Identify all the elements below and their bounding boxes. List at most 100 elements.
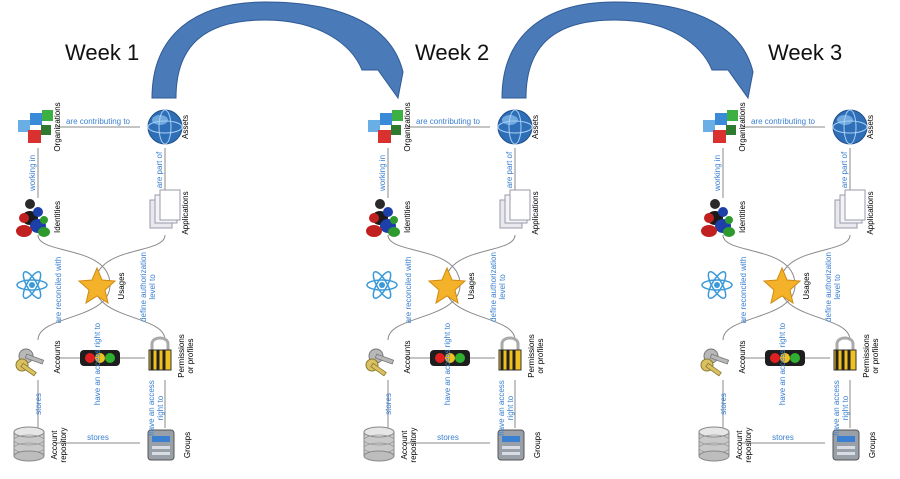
atom-icon	[16, 271, 48, 299]
star-icon	[427, 266, 467, 305]
rel-stores-vertical: stores	[34, 393, 43, 415]
node-usages: Usages	[117, 272, 126, 299]
rel-are-reconciled-with: are reconciled with	[54, 257, 63, 324]
node-accounts: Accounts	[53, 341, 62, 374]
node-account-repository-line2: repository	[409, 427, 418, 462]
rel-have-access-right-to: have an access right to	[443, 322, 452, 405]
server-icon	[147, 429, 175, 461]
padlock-icon	[148, 336, 172, 371]
node-groups: Groups	[868, 432, 877, 458]
rel-are-contributing-to: are contributing to	[751, 117, 816, 126]
node-assets: Assets	[181, 115, 190, 139]
rel-have-access-line2: right to	[841, 395, 850, 420]
node-usages: Usages	[467, 272, 476, 299]
rel-are-part-of: are part of	[505, 151, 514, 188]
node-permissions-line2: or profiles	[871, 338, 880, 373]
node-assets: Assets	[866, 115, 875, 139]
week-3-title: Week 3	[768, 40, 843, 65]
node-groups: Groups	[533, 432, 542, 458]
traffic-light-icon	[80, 350, 120, 366]
people-icon	[701, 199, 735, 237]
week-2-title: Week 2	[415, 40, 490, 65]
rel-stores-horizontal: stores	[437, 433, 459, 442]
globe-icon	[497, 109, 533, 145]
rel-are-reconciled-with: are reconciled with	[404, 257, 413, 324]
node-permissions-line1: Permissions	[177, 334, 186, 378]
node-permissions-line2: or profiles	[186, 338, 195, 373]
atom-icon	[366, 271, 398, 299]
database-icon	[363, 426, 395, 462]
atom-icon	[701, 271, 733, 299]
globe-icon	[832, 109, 868, 145]
padlock-icon	[498, 336, 522, 371]
rel-define-authorization-line1: define authorization	[489, 252, 498, 322]
traffic-light-icon	[430, 350, 470, 366]
node-organizations: Organizations	[738, 102, 747, 151]
node-identities: Identities	[738, 201, 747, 233]
node-applications: Applications	[531, 191, 540, 234]
rel-stores-vertical: stores	[719, 393, 728, 415]
week-1-title: Week 1	[65, 40, 140, 65]
node-groups: Groups	[183, 432, 192, 458]
rel-define-authorization-line1: define authorization	[139, 252, 148, 322]
traffic-light-icon	[765, 350, 805, 366]
rel-define-authorization-line2: level to	[148, 274, 157, 300]
server-icon	[832, 429, 860, 461]
rel-have-access-line2: right to	[156, 395, 165, 420]
rel-stores-vertical: stores	[384, 393, 393, 415]
rel-are-contributing-to: are contributing to	[66, 117, 131, 126]
database-icon	[13, 426, 45, 462]
rel-working-in: working in	[28, 155, 37, 192]
database-icon	[698, 426, 730, 462]
node-account-repository-line2: repository	[59, 427, 68, 462]
rel-are-contributing-to: are contributing to	[416, 117, 481, 126]
node-account-repository-line2: repository	[744, 427, 753, 462]
rel-have-access-right-to: have an access right to	[93, 322, 102, 405]
keys-icon	[15, 348, 45, 377]
rel-have-access-line1: have an access	[832, 380, 841, 436]
arrow-week2-to-week3	[501, 1, 754, 100]
cubes-icon	[703, 110, 738, 143]
node-assets: Assets	[531, 115, 540, 139]
keys-icon	[700, 348, 730, 377]
node-account-repository-line1: Account	[400, 430, 409, 460]
rel-define-authorization-line2: level to	[498, 274, 507, 300]
rel-stores-horizontal: stores	[87, 433, 109, 442]
rel-define-authorization-line1: define authorization	[824, 252, 833, 322]
documents-icon	[499, 189, 531, 229]
rel-have-access-right-to: have an access right to	[778, 322, 787, 405]
rel-working-in: working in	[713, 155, 722, 192]
node-organizations: Organizations	[403, 102, 412, 151]
rel-have-access-line2: right to	[506, 395, 515, 420]
node-organizations: Organizations	[53, 102, 62, 151]
node-usages: Usages	[802, 272, 811, 299]
rel-working-in: working in	[378, 155, 387, 192]
rel-stores-horizontal: stores	[772, 433, 794, 442]
people-icon	[16, 199, 50, 237]
people-icon	[366, 199, 400, 237]
node-identities: Identities	[53, 201, 62, 233]
rel-are-part-of: are part of	[155, 151, 164, 188]
rel-are-part-of: are part of	[840, 151, 849, 188]
node-account-repository-line1: Account	[50, 430, 59, 460]
node-permissions-line2: or profiles	[536, 338, 545, 373]
star-icon	[77, 266, 117, 305]
node-account-repository-line1: Account	[735, 430, 744, 460]
rel-have-access-line1: have an access	[147, 380, 156, 436]
arrow-week1-to-week2	[151, 1, 404, 100]
node-accounts: Accounts	[738, 341, 747, 374]
node-permissions-line1: Permissions	[862, 334, 871, 378]
node-identities: Identities	[403, 201, 412, 233]
rel-are-reconciled-with: are reconciled with	[739, 257, 748, 324]
documents-icon	[834, 189, 866, 229]
keys-icon	[365, 348, 395, 377]
node-applications: Applications	[181, 191, 190, 234]
node-permissions-line1: Permissions	[527, 334, 536, 378]
rel-define-authorization-line2: level to	[833, 274, 842, 300]
